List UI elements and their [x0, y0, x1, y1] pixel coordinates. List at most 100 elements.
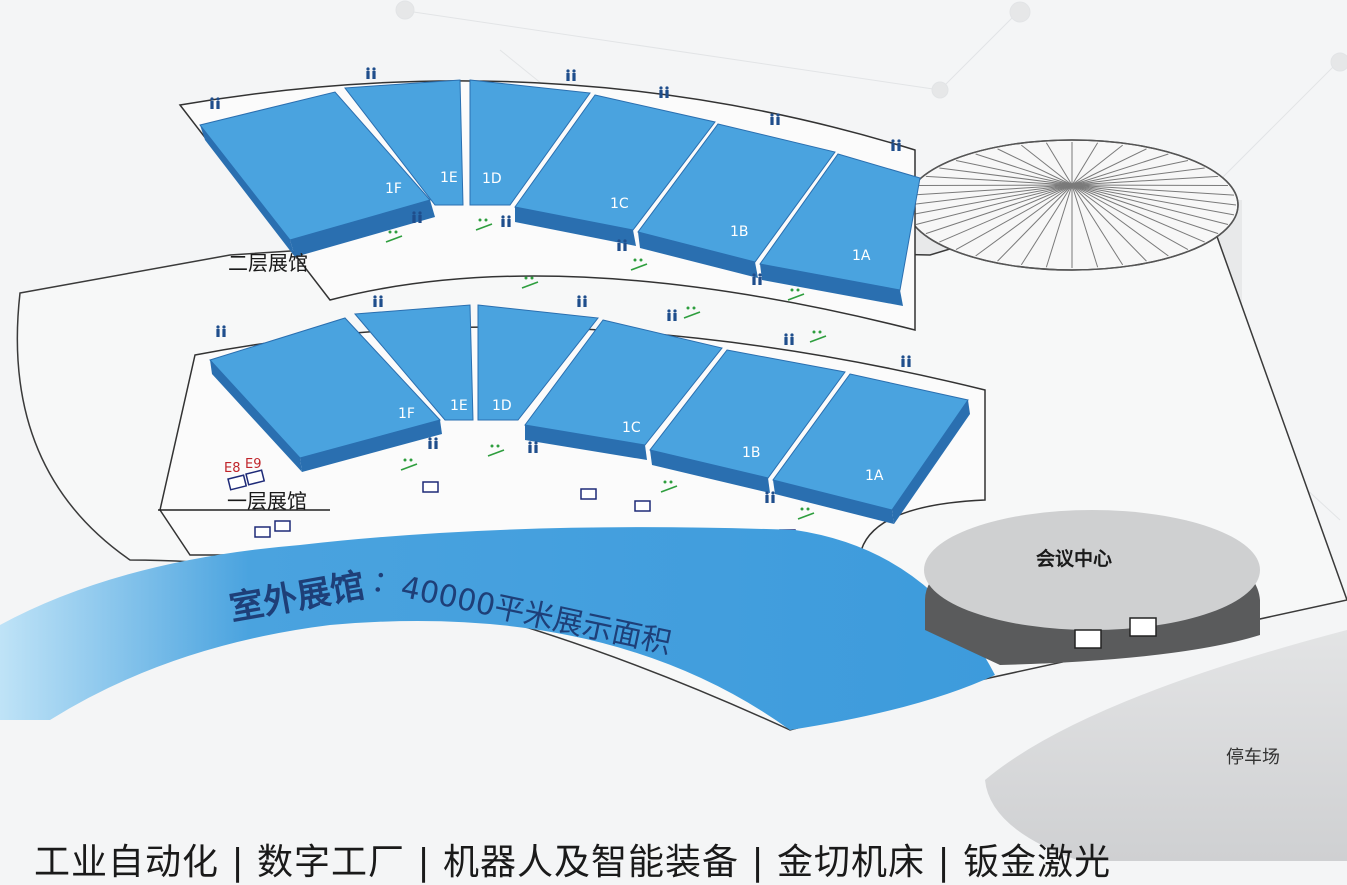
restroom-icon: [379, 295, 383, 299]
entrance-doors: [227, 469, 821, 547]
escalator-icon: [796, 288, 800, 292]
restroom-icon: [665, 90, 669, 98]
stadium-spoke: [955, 159, 1073, 186]
stadium-spoke: [1071, 184, 1228, 187]
stadium-spoke: [997, 184, 1073, 262]
stadium-spoke: [1071, 184, 1205, 243]
restroom-icon: [434, 441, 438, 449]
stadium-spoke: [1071, 184, 1147, 262]
stadium-spoke: [1071, 184, 1124, 266]
escalator-icon: [812, 330, 816, 334]
restroom-icon: [412, 215, 416, 223]
restroom-icon: [617, 239, 621, 243]
escalator-icon: [385, 235, 403, 243]
escalator-icon: [490, 444, 494, 448]
stadium-spoke: [1071, 184, 1169, 257]
stadium-spoke: [1021, 144, 1073, 186]
stadium-spoke: [975, 184, 1073, 257]
restroom-icon: [776, 117, 780, 125]
restroom-icon: [577, 299, 581, 307]
escalator-icon: [400, 463, 418, 471]
restroom-icon: [665, 86, 669, 90]
restroom-icon: [770, 113, 774, 117]
lower-hall-label: 1A: [865, 468, 884, 484]
escalator-icon: [787, 293, 805, 301]
escalator-icon: [686, 306, 690, 310]
escalator-icon: [521, 281, 539, 289]
upper-hall-label: 1B: [730, 224, 749, 240]
restroom-icon: [216, 325, 220, 329]
restroom-icon: [501, 215, 505, 219]
escalator-icon: [524, 276, 528, 280]
restroom-icon: [373, 299, 377, 307]
stadium-spoke: [1071, 184, 1235, 196]
escalator-icon: [809, 335, 827, 343]
restroom-icon: [623, 243, 627, 251]
exhibition-map: 停车场 1F 1E 1D 1C 1B 1A 二: [0, 0, 1347, 861]
restroom-icon: [372, 67, 376, 71]
escalator-icon: [683, 311, 701, 319]
lower-hall-1D: [477, 304, 599, 421]
restroom-icon: [373, 295, 377, 299]
escalator-icon: [692, 306, 696, 310]
stadium-spoke: [1071, 148, 1147, 186]
lower-floor-label: 一层展馆: [227, 489, 307, 513]
escalator-icons: [385, 218, 827, 520]
restroom-icons: [210, 67, 911, 503]
bottom-tagline: 工业自动化 | 数字工厂 | 机器人及智能装备 | 金切机床 | 钣金激光: [34, 842, 1112, 883]
restroom-icon: [216, 97, 220, 101]
stadium-spoke: [1071, 184, 1237, 206]
stadium-spoke: [1071, 175, 1219, 186]
stadium-spoke: [955, 184, 1073, 250]
lower-hall-1E: [353, 304, 474, 421]
restroom-icon: [765, 491, 769, 495]
upper-hall-label: 1C: [610, 196, 629, 212]
stadium-spoke: [1071, 184, 1229, 225]
escalator-icon: [660, 485, 678, 493]
stadium-spoke: [997, 148, 1073, 186]
restroom-icon: [583, 299, 587, 307]
restroom-icon: [501, 219, 505, 227]
restroom-icon: [528, 441, 532, 445]
escalator-icon: [394, 230, 398, 234]
stadium-spoke: [1071, 144, 1123, 186]
escalator-icon: [403, 458, 407, 462]
stadium-spoke: [916, 184, 1073, 187]
escalator-icon: [800, 507, 804, 511]
upper-hall-1E: [344, 79, 464, 206]
restroom-icon: [434, 437, 438, 441]
restroom-icon: [776, 113, 780, 117]
upper-hall-label: 1A: [852, 248, 871, 264]
stadium-spoke: [909, 184, 1073, 216]
lower-hall-label: 1B: [742, 445, 761, 461]
restroom-icon: [659, 90, 663, 98]
restroom-icon: [897, 143, 901, 151]
stadium-spoke: [1071, 184, 1099, 268]
restroom-icon: [379, 299, 383, 307]
escalator-icon: [797, 512, 815, 520]
escalator-icon: [630, 263, 648, 271]
conference-center: 会议中心: [924, 510, 1260, 665]
restroom-icon: [901, 355, 905, 359]
lower-hall-label: 1E: [450, 398, 468, 414]
stadium-spoke: [939, 167, 1073, 186]
restroom-icon: [366, 71, 370, 79]
restroom-icon: [528, 445, 532, 453]
restroom-icon: [428, 437, 432, 441]
restroom-icon: [673, 313, 677, 321]
stadium-spoke: [925, 175, 1073, 186]
restroom-icon: [583, 295, 587, 299]
conference-label: 会议中心: [1036, 547, 1112, 570]
restroom-icon: [907, 355, 911, 359]
stadium-spoke: [909, 184, 1073, 196]
restroom-icon: [566, 73, 570, 81]
upper-floor: 1F 1E 1D 1C 1B 1A 二层展馆: [178, 79, 921, 331]
restroom-icon: [790, 337, 794, 345]
escalator-icon: [633, 258, 637, 262]
escalator-icon: [663, 480, 667, 484]
restroom-icon: [770, 117, 774, 125]
parking-label: 停车场: [1226, 747, 1280, 768]
restroom-icon: [577, 295, 581, 299]
restroom-icon: [617, 243, 621, 251]
upper-hall-label: 1F: [385, 181, 402, 197]
